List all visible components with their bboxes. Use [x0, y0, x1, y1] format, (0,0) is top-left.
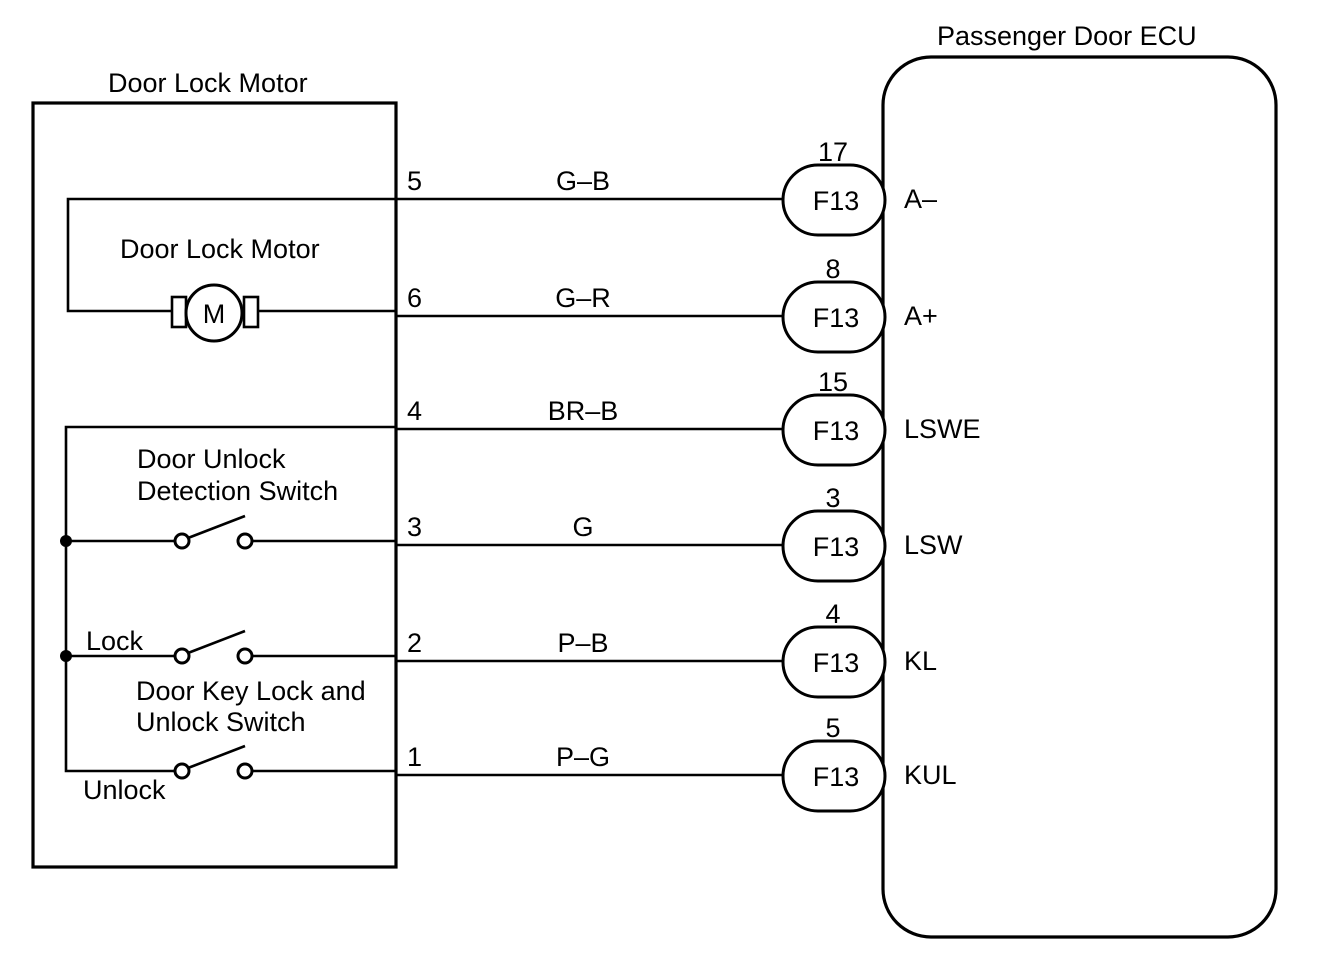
motor-pin-number: 1 [407, 742, 422, 772]
switch-contact [173, 762, 191, 780]
motor-label: Door Lock Motor [120, 234, 320, 264]
connector-label: F13 [813, 303, 860, 333]
wire-color-label: P–B [557, 628, 608, 658]
wire-color-label: G–R [555, 283, 611, 313]
connector-f13 [781, 739, 887, 813]
switch-contact [236, 532, 254, 550]
connector-f13 [781, 280, 887, 354]
motor-terminal-right [242, 295, 260, 329]
ecu-terminal-label: KL [904, 646, 937, 676]
motor-pin-number: 5 [407, 166, 422, 196]
wire-color-label: BR–B [548, 396, 619, 426]
motor-pin-number: 6 [407, 283, 422, 313]
connector-f13 [781, 163, 887, 237]
connector-label: F13 [813, 186, 860, 216]
wire-color-label: G [572, 512, 593, 542]
wire-row-2: 2 P–B F13 4KL [395, 599, 937, 699]
motor-pin-number: 3 [407, 512, 422, 542]
passenger-door-ecu-box [881, 55, 1278, 939]
ecu-terminal-label: A+ [904, 301, 938, 331]
ecu-terminal-label: A– [904, 184, 937, 214]
connector-label: F13 [813, 532, 860, 562]
ecu-terminal-label: KUL [904, 760, 957, 790]
door-lock-motor-title: Door Lock Motor [108, 68, 308, 98]
key-switch-label-line1: Door Key Lock and [136, 676, 366, 706]
ecu-terminal-label: LSW [904, 530, 963, 560]
connector-f13 [781, 625, 887, 699]
lock-label: Lock [86, 626, 144, 656]
motor-terminal-left [170, 295, 188, 329]
ecu-pin-number: 5 [825, 713, 840, 743]
wire-color-label: G–B [556, 166, 610, 196]
motor-pin-number: 4 [407, 396, 422, 426]
ecu-pin-number: 17 [818, 137, 848, 167]
wire-color-label: P–G [556, 742, 610, 772]
key-switch-label-line2: Unlock Switch [136, 707, 306, 737]
ecu-pin-number: 3 [825, 483, 840, 513]
motor-symbol: M [203, 299, 226, 329]
switch-contact [173, 647, 191, 665]
unlock-label: Unlock [83, 775, 166, 805]
ecu-pin-number: 4 [825, 599, 840, 629]
detection-switch-label-line1: Door Unlock [137, 444, 286, 474]
ecu-terminal-label: LSWE [904, 414, 981, 444]
motor-icon [184, 283, 244, 343]
detection-switch-label-line2: Detection Switch [137, 476, 338, 506]
connector-f13 [781, 393, 887, 467]
ecu-pin-number: 8 [825, 254, 840, 284]
switch-contact [236, 762, 254, 780]
switch-contact [236, 647, 254, 665]
motor-pin-number: 2 [407, 628, 422, 658]
motor-circuit: M Door Lock Motor [66, 197, 395, 343]
connector-f13 [781, 509, 887, 583]
switch-circuit: Door Unlock Detection Switch Lock Unlock… [60, 425, 395, 805]
door-lock-motor-box [31, 101, 398, 869]
ecu-pin-number: 15 [818, 367, 848, 397]
connector-label: F13 [813, 648, 860, 678]
wire-row-6: 6 G–R F13 8A+ [395, 254, 938, 354]
connector-label: F13 [813, 416, 860, 446]
connector-label: F13 [813, 762, 860, 792]
passenger-door-ecu-title: Passenger Door ECU [937, 21, 1197, 51]
switch-contact [173, 532, 191, 550]
wire-row-5: 5 G–B F13 17A– [395, 137, 937, 237]
